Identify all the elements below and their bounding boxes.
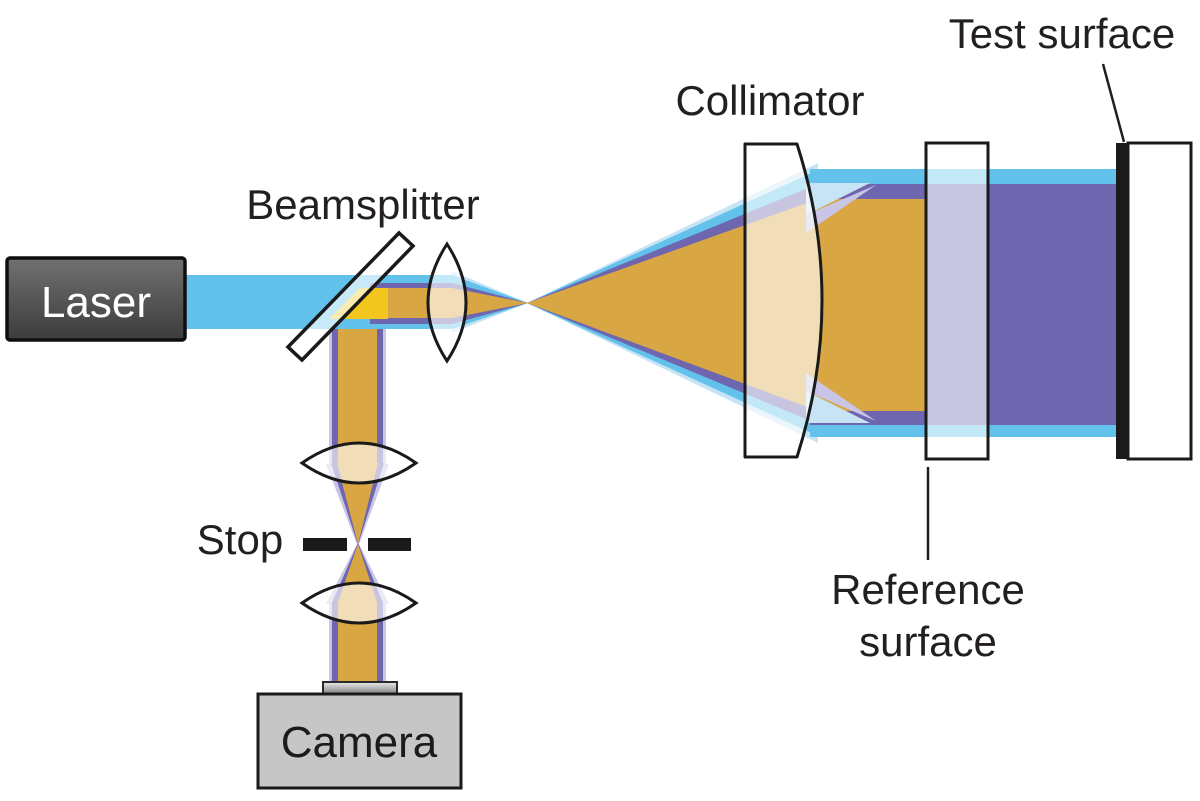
focus-cone-converging	[452, 271, 528, 333]
collimator-lens	[743, 142, 824, 459]
relay-lens-lower	[299, 581, 419, 625]
lens-exit-wedge-lavender-top	[806, 185, 876, 233]
stop-aperture	[303, 538, 411, 551]
stop-blade-right	[368, 538, 411, 551]
test-surface-label: Test surface	[949, 10, 1175, 57]
lens-exit-wedge-lavender-bottom	[806, 373, 876, 421]
camera-body	[256, 692, 463, 790]
collimated-orange	[810, 199, 926, 411]
beamsplitter-label: Beamsplitter	[246, 181, 479, 228]
test-surface-body	[1126, 141, 1193, 461]
test-surface	[1116, 141, 1193, 461]
reference-surface-label-line2: surface	[859, 618, 997, 665]
reference-surface	[924, 141, 990, 461]
stop-blade-left	[303, 538, 347, 551]
laser-label: Laser	[41, 278, 151, 327]
laser: Laser	[5, 256, 187, 342]
camera-label: Camera	[281, 718, 438, 767]
test-surface-pointer-line	[1101, 63, 1126, 143]
beamsplitter-glass	[285, 230, 416, 363]
focus-lens	[426, 241, 468, 364]
reference-surface-label-line1: Reference	[831, 566, 1025, 613]
lens-exit-wedge-lightblue-top	[806, 183, 870, 215]
cone1-orange	[452, 288, 528, 318]
camera: Camera	[256, 681, 463, 790]
relay-lens-upper	[299, 441, 419, 485]
lens-exit-wedge-lightblue-bottom	[806, 391, 870, 423]
laser-body	[5, 256, 187, 342]
stop-label: Stop	[197, 516, 283, 563]
collimator-label: Collimator	[675, 77, 864, 124]
test-surface-coating	[1116, 143, 1128, 459]
return-beam-vertical	[326, 300, 389, 684]
